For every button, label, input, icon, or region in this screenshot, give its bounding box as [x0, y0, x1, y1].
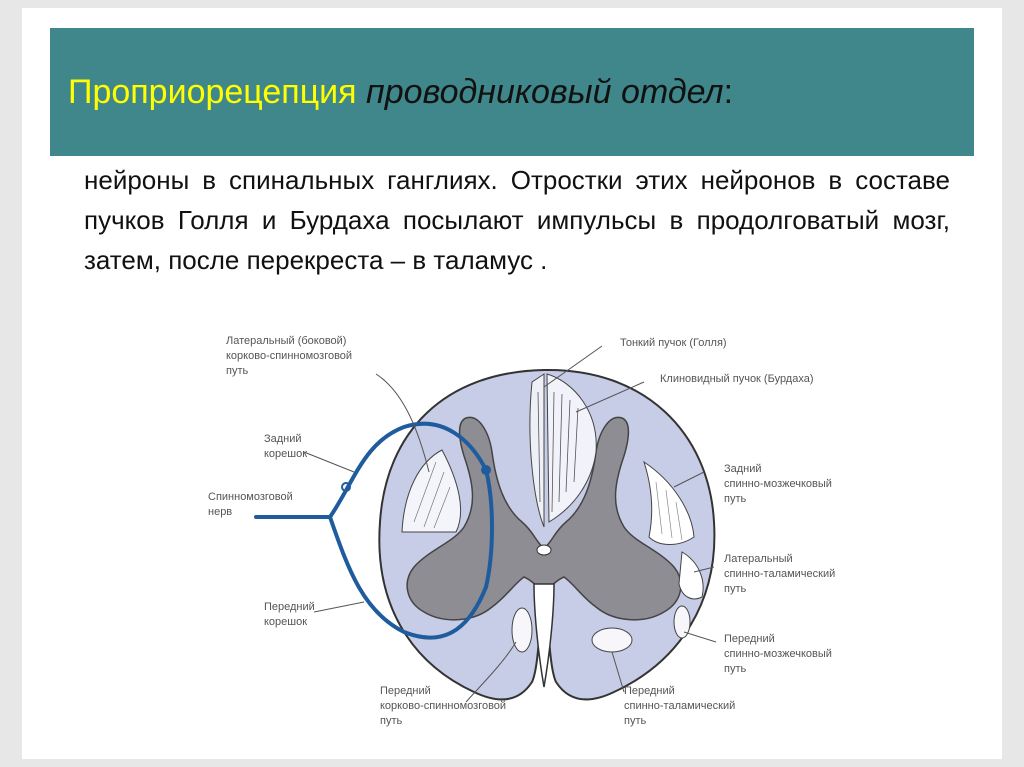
title-italic: проводниковый отдел — [366, 72, 724, 111]
label-posterior-root-2: корешок — [264, 448, 307, 460]
label-anterior-spinocerebellar-3: путь — [724, 663, 746, 675]
spinal-cord-svg: Латеральный (боковой) корково-спинномозг… — [208, 335, 835, 727]
anterior-root — [328, 515, 488, 640]
lateral-spinothalamic-tract — [678, 551, 704, 600]
anterior-spinocerebellar-tract — [673, 605, 691, 639]
label-spinal-nerve-1: Спинномозговой — [208, 491, 293, 503]
posterior-root — [328, 421, 488, 519]
lateral-corticospinal-tract — [401, 449, 462, 533]
label-anterior-spinothalamic-3: путь — [624, 715, 646, 727]
ganglion-body — [341, 482, 351, 492]
label-anterior-spinocerebellar-2: спинно-мозжечковый — [724, 648, 832, 660]
label-anterior-spinocerebellar-1: Передний — [724, 633, 775, 645]
label-posterior-spinocerebellar-3: путь — [724, 493, 746, 505]
title-bar: Проприорецепция проводниковый отдел: — [50, 28, 974, 156]
label-lateral-corticospinal-3: путь — [226, 365, 248, 377]
goll-fasciculus — [529, 373, 545, 528]
label-anterior-spinothalamic-2: спинно-таламический — [624, 700, 735, 712]
spinal-nerve-roots — [254, 421, 494, 640]
leader-lines — [303, 345, 717, 703]
label-anterior-corticospinal-1: Передний — [380, 685, 431, 697]
title-main: Проприорецепция — [68, 72, 357, 111]
anterior-fissure — [533, 583, 555, 688]
label-spinal-nerve-2: нерв — [208, 506, 232, 518]
label-burdach: Клиновидный пучок (Бурдаха) — [660, 373, 814, 385]
label-anterior-corticospinal-2: корково-спинномозговой — [380, 700, 506, 712]
body-text: нейроны в спинальных ганглиях. Отростки … — [84, 165, 950, 275]
label-anterior-spinothalamic-1: Передний — [624, 685, 675, 697]
label-anterior-root-1: Передний — [264, 601, 315, 613]
posterior-spinocerebellar-hatching — [655, 481, 683, 541]
neuron-process — [484, 468, 494, 589]
label-anterior-root-2: корешок — [264, 616, 307, 628]
label-posterior-spinocerebellar-2: спинно-мозжечковый — [724, 478, 832, 490]
posterior-spinocerebellar-tract — [643, 460, 695, 545]
posterior-column-hatching — [537, 391, 579, 513]
slide-title: Проприорецепция проводниковый отдел: — [68, 72, 733, 113]
spinal-cord-diagram: Латеральный (боковой) корково-спинномозг… — [204, 322, 886, 756]
label-lateral-spinothalamic-3: путь — [724, 583, 746, 595]
label-anterior-corticospinal-3: путь — [380, 715, 402, 727]
label-lateral-corticospinal-2: корково-спинномозговой — [226, 350, 352, 362]
label-posterior-spinocerebellar-1: Задний — [724, 463, 762, 475]
lateral-corticospinal-hatching — [413, 461, 451, 529]
label-posterior-root-1: Задний — [264, 433, 302, 445]
label-lateral-spinothalamic-1: Латеральный — [724, 553, 793, 565]
central-canal — [536, 544, 552, 556]
anterior-corticospinal-tract — [511, 607, 533, 653]
gray-matter — [406, 416, 682, 621]
label-goll: Тонкий пучок (Голля) — [620, 337, 727, 349]
ganglion-dot — [481, 465, 491, 475]
anterior-spinothalamic-tract — [591, 627, 633, 653]
label-lateral-corticospinal-1: Латеральный (боковой) — [226, 335, 346, 347]
title-colon: : — [723, 72, 734, 111]
label-lateral-spinothalamic-2: спинно-таламический — [724, 568, 835, 580]
